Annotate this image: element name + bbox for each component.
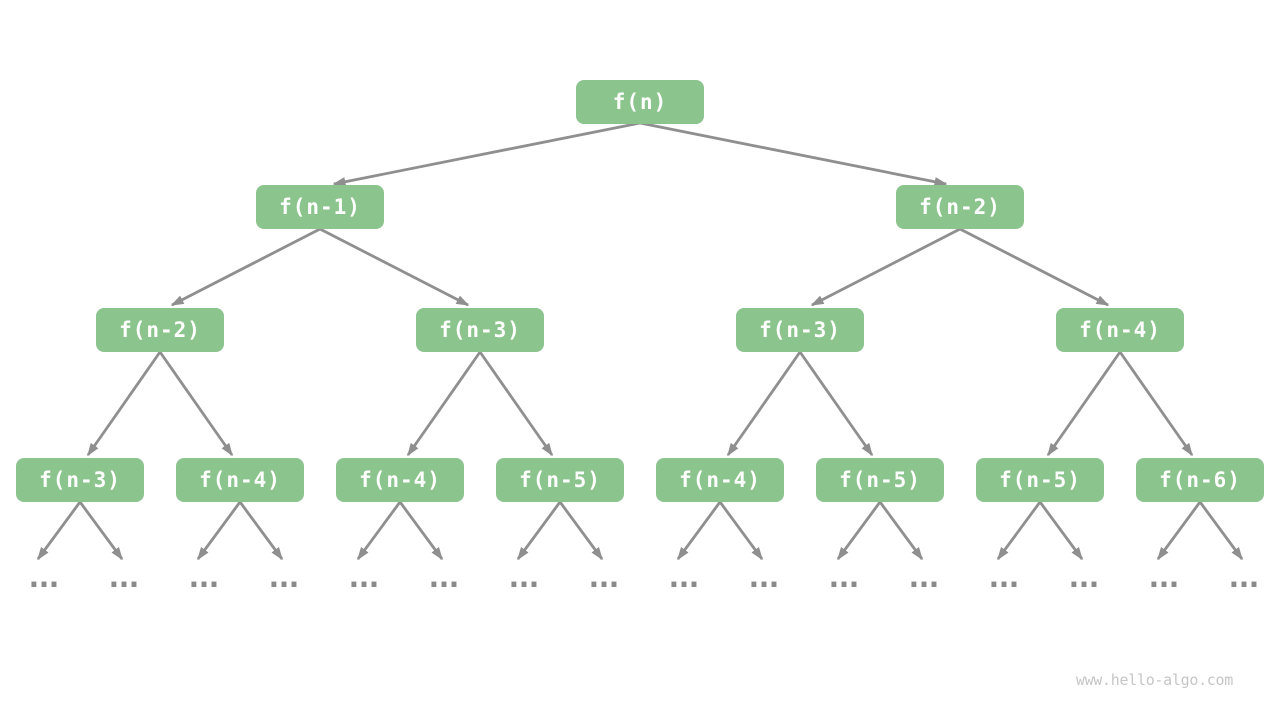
ellipsis: ... [1144, 560, 1183, 595]
tree-node: f(n-5) [976, 458, 1104, 502]
edge-arrow [726, 351, 802, 457]
ellipsis: ... [584, 560, 623, 595]
edge-arrow [170, 227, 321, 307]
edge-arrow [718, 501, 764, 561]
edge-arrow [836, 501, 882, 561]
tree-node: f(n-3) [416, 308, 544, 352]
edge-arrow [196, 501, 242, 561]
edge-arrow [158, 351, 234, 457]
ellipsis: ... [984, 560, 1023, 595]
edge-arrow [78, 501, 124, 561]
edge-arrow [676, 501, 722, 561]
edge-arrow [332, 121, 641, 187]
ellipsis: ... [104, 560, 143, 595]
edge-arrow [1046, 351, 1122, 457]
edge-arrow [36, 501, 82, 561]
edge-arrow [1118, 351, 1194, 457]
ellipsis: ... [424, 560, 463, 595]
edge-arrow [996, 501, 1042, 561]
edge-arrow [878, 501, 924, 561]
tree-node-root: f(n) [576, 80, 704, 124]
ellipsis: ... [504, 560, 543, 595]
tree-node: f(n-6) [1136, 458, 1264, 502]
edge-arrow [558, 501, 604, 561]
tree-node: f(n-2) [96, 308, 224, 352]
tree-node: f(n-3) [736, 308, 864, 352]
tree-node: f(n-4) [336, 458, 464, 502]
edge-arrow [238, 501, 284, 561]
ellipsis: ... [1224, 560, 1263, 595]
edge-arrow [1198, 501, 1244, 561]
edge-arrow [398, 501, 444, 561]
tree-node: f(n-4) [656, 458, 784, 502]
edge-arrow [639, 121, 948, 187]
tree-node: f(n-4) [176, 458, 304, 502]
edge-arrow [86, 351, 162, 457]
tree-node: f(n-5) [496, 458, 624, 502]
tree-node: f(n-5) [816, 458, 944, 502]
ellipsis: ... [24, 560, 63, 595]
tree-node: f(n-2) [896, 185, 1024, 229]
watermark: www.hello-algo.com [1075, 671, 1233, 689]
ellipsis: ... [664, 560, 703, 595]
ellipsis: ... [744, 560, 783, 595]
edge-arrow [319, 227, 470, 307]
edge-arrow [406, 351, 482, 457]
edge-arrow [798, 351, 874, 457]
edge-arrow [356, 501, 402, 561]
edge-arrow [1156, 501, 1202, 561]
edge-arrow [478, 351, 554, 457]
tree-node: f(n-1) [256, 185, 384, 229]
ellipsis: ... [824, 560, 863, 595]
edge-arrow [516, 501, 562, 561]
ellipsis: ... [184, 560, 223, 595]
tree-node: f(n-4) [1056, 308, 1184, 352]
tree-node: f(n-3) [16, 458, 144, 502]
ellipsis: ... [344, 560, 383, 595]
edge-arrow [959, 227, 1110, 307]
ellipsis: ... [904, 560, 943, 595]
edge-arrow [1038, 501, 1084, 561]
ellipsis: ... [1064, 560, 1103, 595]
ellipsis: ... [264, 560, 303, 595]
edge-arrow [810, 227, 961, 307]
